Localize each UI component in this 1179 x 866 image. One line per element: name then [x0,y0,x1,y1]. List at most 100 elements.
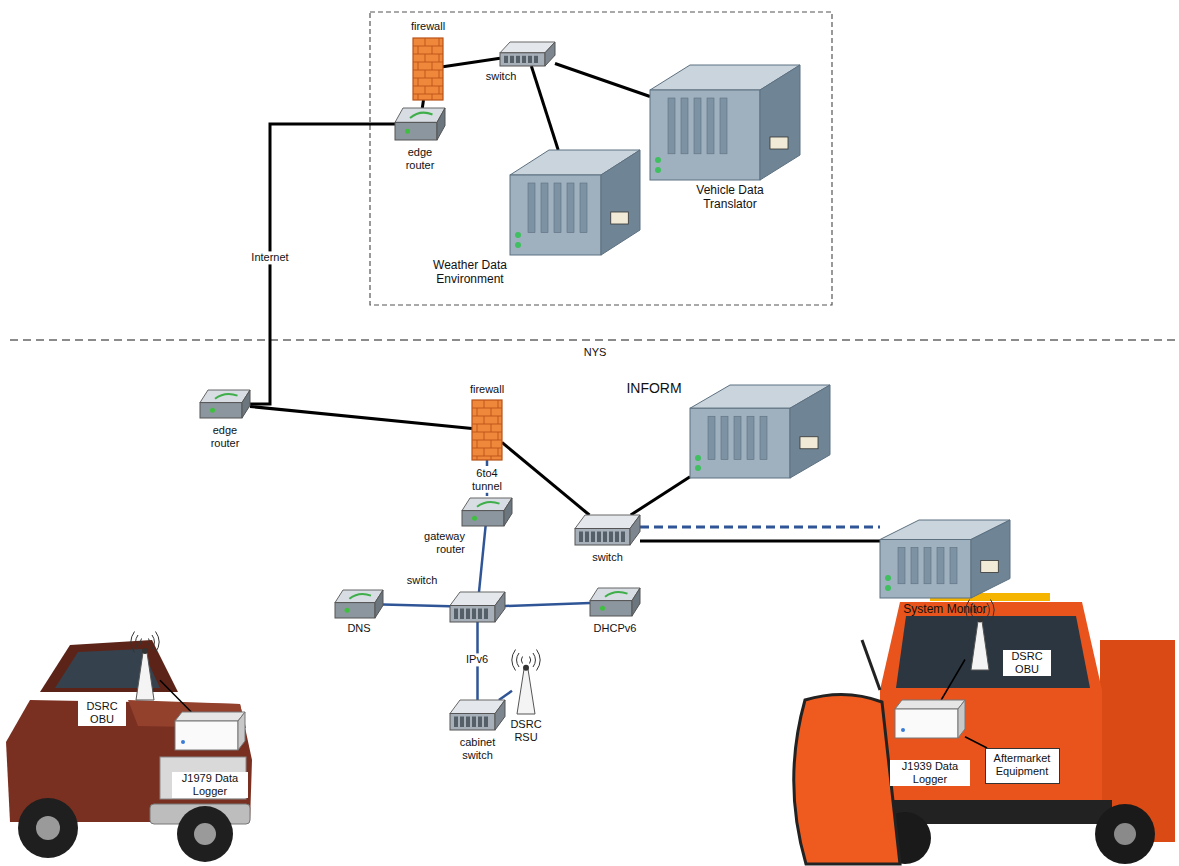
logger-top [895,700,965,709]
antenna-icon-art [130,630,160,700]
device-label: switch [580,551,635,564]
mirror-arm [862,640,880,690]
radio-wave [156,632,160,653]
network-link [965,737,987,748]
antenna-mast [517,669,535,714]
logger-side [958,700,965,738]
server-led [515,232,521,238]
switch-front [500,53,545,66]
server-icon: Weather Data Environment [510,150,640,255]
router-icon: DNS [335,590,383,618]
data-logger-icon-art [895,700,965,738]
server-slot [720,98,727,154]
server-front [650,90,760,180]
logger-side [238,712,245,750]
equipment-box: Aftermarket Equipment [985,748,1060,784]
logger-top [175,712,245,721]
brick-line [477,424,478,432]
router-top [462,498,512,511]
server-icon: Vehicle Data Translator [650,65,800,180]
radio-wave [512,650,516,671]
truck-hub [36,816,60,840]
router-icon-art [462,498,512,526]
switch-port [478,609,482,620]
switch-port [609,532,613,543]
radio-wave [537,650,541,671]
firewall-wall [472,400,502,460]
router-front [335,603,375,618]
network-link [941,660,965,701]
switch-port [478,717,482,728]
antenna-tip [977,617,983,623]
radio-wave [136,635,138,649]
brick-line [418,46,419,54]
switch-port [454,717,458,728]
server-slot [554,183,561,233]
switch-side [495,592,505,622]
server-icon: System Monitor [880,520,1010,598]
switch-icon: switch [450,592,505,622]
device-label: DSRC OBU [78,700,126,726]
monitor-glyph [611,212,629,224]
truck-hub [194,823,216,845]
brick-line [498,448,499,456]
server-side [790,385,830,478]
switch-port [472,717,476,728]
router-top [200,390,250,403]
device-label: DNS [331,622,387,635]
truck-windshield [896,616,1090,688]
link-label: 6to4 tunnel [467,467,507,493]
radio-wave [991,600,995,621]
logger-front [175,721,238,750]
router-front [200,403,242,418]
server-icon-art [690,385,830,478]
antenna-tip [523,665,529,671]
router-swoosh [477,502,500,507]
antenna-tip [142,648,148,654]
router-side [375,590,383,618]
router-icon-art [335,590,383,618]
network-link [640,540,880,543]
network-link [640,526,880,529]
device-label: Weather Data Environment [420,258,520,287]
brick-line [418,94,419,100]
server-slot [707,98,714,154]
brick-line [425,54,426,62]
router-icon-art [590,588,640,616]
switch-top [575,515,640,529]
radio-wave [517,653,519,667]
server-icon-art [510,150,640,255]
boundary-line [10,339,1175,341]
switch-icon-art [450,592,505,622]
brick-line [498,400,499,408]
router-swoosh [349,594,371,599]
router-swoosh [215,394,238,399]
network-link [479,526,486,592]
brick-line [484,416,485,424]
server-slot [734,416,741,459]
router-front [462,511,504,526]
server-icon-art [650,65,800,180]
server-side [971,520,1010,598]
server-front [510,175,601,255]
brick-line [439,38,440,46]
brick-line [491,440,492,448]
switch-port [484,717,488,728]
device-label: switch [482,70,520,83]
radio-wave [140,639,141,646]
router-icon-art [200,390,250,418]
brick-line [484,400,485,408]
network-link [502,442,589,515]
device-label: INFORM [622,380,686,397]
server-led [655,157,661,163]
device-label: firewall [403,20,453,33]
radio-wave [521,657,522,664]
network-link [555,64,650,97]
antenna-icon-art [512,648,540,714]
data-logger-icon: J1939 Data Logger [895,700,965,738]
brick-line [439,54,440,62]
server-side [760,65,800,180]
network-link [443,58,500,67]
plow-blade [794,694,900,864]
